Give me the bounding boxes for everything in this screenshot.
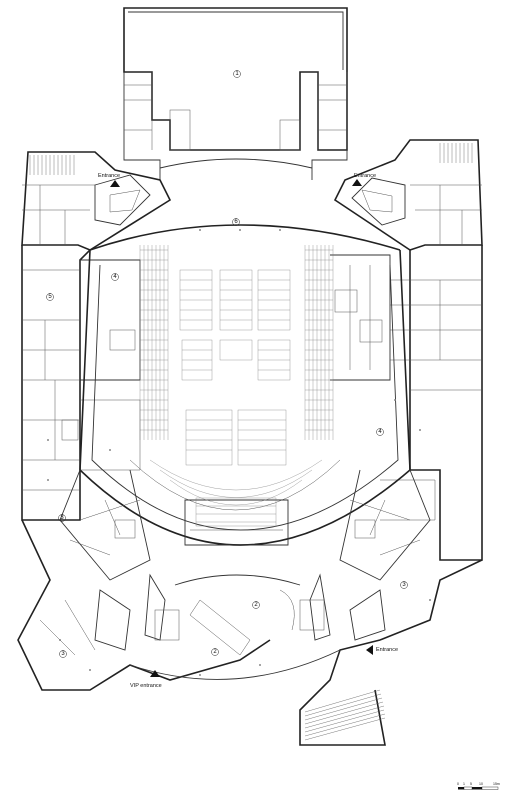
zone-marker-5: 5 <box>46 293 54 301</box>
entrance-south-arrow <box>366 645 373 655</box>
scale-tick-0: 0 <box>457 782 459 786</box>
svg-text:4: 4 <box>113 274 117 280</box>
seating-left <box>139 245 169 440</box>
svg-text:5: 5 <box>48 294 52 300</box>
seating-center <box>149 269 323 527</box>
zone-marker-4b: 4 <box>376 428 384 436</box>
upper-right-wing <box>333 139 483 251</box>
auditorium <box>79 224 411 546</box>
svg-text:4: 4 <box>378 429 382 435</box>
zone-marker-4a: 4 <box>111 273 119 281</box>
svg-text:3: 3 <box>61 651 65 657</box>
svg-text:2: 2 <box>254 602 258 608</box>
lower-left-wing <box>17 469 271 691</box>
zone-marker-3a: 3 <box>400 581 408 589</box>
zone-marker-3b: 3 <box>58 514 66 522</box>
entrance-left-arrow <box>110 180 120 187</box>
svg-text:3: 3 <box>60 515 64 521</box>
entrance-left-label: Entrance <box>98 173 120 179</box>
zone-marker-6: 6 <box>232 218 240 226</box>
svg-text:2: 2 <box>213 649 217 655</box>
svg-text:3: 3 <box>402 582 406 588</box>
zone-marker-1: 1 <box>233 70 241 78</box>
scale-tick-10: 10 <box>479 782 483 786</box>
seating-right <box>304 245 334 440</box>
vip-entrance-arrow <box>150 670 160 677</box>
zone-marker-2b: 2 <box>211 648 219 656</box>
upper-left-wing <box>21 151 172 251</box>
scale-tick-5: 5 <box>470 782 472 786</box>
scale-tick-1: 1 <box>463 782 465 786</box>
structural-columns <box>47 229 431 676</box>
entrance-south-label: Entrance <box>376 647 398 653</box>
zone-marker-2a: 2 <box>252 601 260 609</box>
svg-text:1: 1 <box>235 71 239 77</box>
lower-right-wing <box>299 469 483 746</box>
entrance-right-arrow <box>352 179 362 186</box>
stage-block <box>123 7 348 180</box>
vip-entrance-label: VIP entrance <box>130 683 162 689</box>
scale-tick-15m: 15m <box>493 782 500 786</box>
svg-text:6: 6 <box>234 219 238 225</box>
zone-marker-3c: 3 <box>59 650 67 658</box>
scale-bar: 0 1 5 10 15m <box>457 782 500 790</box>
left-service-block <box>21 245 141 521</box>
entrance-right-label: Entrance <box>354 173 376 179</box>
right-service-block <box>330 245 483 561</box>
